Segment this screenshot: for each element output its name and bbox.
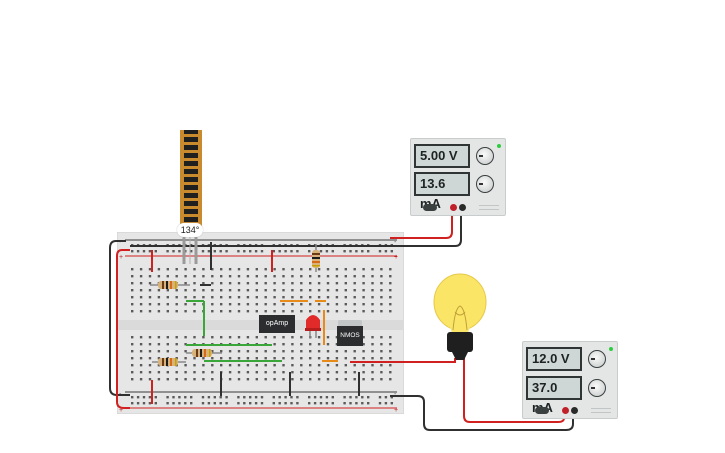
voltage-knob-icon[interactable] bbox=[588, 350, 606, 368]
opamp-chip[interactable]: opAmp bbox=[259, 315, 295, 333]
power-switch-icon[interactable] bbox=[423, 204, 437, 211]
vent-slots bbox=[479, 205, 499, 210]
nmos-tab bbox=[338, 320, 362, 328]
svg-text:-: - bbox=[119, 239, 122, 246]
red-wire-supply-bottom bbox=[463, 356, 565, 423]
current-display: 37.0 mA bbox=[526, 376, 582, 415]
status-led bbox=[497, 144, 501, 148]
power-supply-bottom[interactable]: 12.0 V 37.0 mA bbox=[522, 341, 618, 419]
positive-terminal[interactable] bbox=[562, 407, 569, 414]
nmos-label: NMOS bbox=[340, 332, 360, 339]
red-wire-supply-top bbox=[390, 209, 453, 239]
voltage-knob-icon[interactable] bbox=[476, 147, 494, 165]
led-icon bbox=[305, 315, 321, 338]
resistor-icon bbox=[152, 358, 186, 366]
status-led bbox=[609, 347, 613, 351]
power-switch-icon[interactable] bbox=[535, 407, 549, 414]
resistor-icon bbox=[186, 349, 222, 357]
vent-slots bbox=[591, 408, 611, 413]
red-wire-bulb-nmos bbox=[350, 358, 456, 363]
svg-text:-: - bbox=[394, 239, 397, 246]
current-knob-icon[interactable] bbox=[588, 379, 606, 397]
svg-text:-: - bbox=[394, 391, 397, 398]
current-display: 13.6 mA bbox=[414, 172, 470, 211]
black-wire-supply-top bbox=[130, 209, 462, 247]
positive-terminal[interactable] bbox=[450, 204, 457, 211]
negative-terminal[interactable] bbox=[459, 204, 466, 211]
black-wire-left bbox=[109, 240, 130, 396]
svg-text:+: + bbox=[119, 407, 123, 414]
svg-text:+: + bbox=[394, 254, 398, 261]
power-supply-top[interactable]: 5.00 V 13.6 mA bbox=[410, 138, 506, 216]
svg-text:+: + bbox=[119, 254, 123, 261]
voltage-display: 12.0 V bbox=[526, 347, 582, 371]
black-wire-supply-bottom bbox=[390, 395, 574, 431]
nmos-transistor[interactable]: NMOS bbox=[337, 326, 363, 346]
resistor-icon bbox=[150, 281, 190, 289]
negative-terminal[interactable] bbox=[571, 407, 578, 414]
current-knob-icon[interactable] bbox=[476, 175, 494, 193]
opamp-label: opAmp bbox=[265, 320, 289, 327]
flex-angle-label: 134° bbox=[177, 223, 203, 237]
lightbulb-icon bbox=[433, 273, 487, 360]
voltage-display: 5.00 V bbox=[414, 144, 470, 168]
resistor-icon bbox=[312, 244, 320, 272]
svg-text:+: + bbox=[394, 407, 398, 414]
red-wire-left bbox=[116, 249, 130, 409]
flex-sensor-icon bbox=[180, 130, 202, 264]
